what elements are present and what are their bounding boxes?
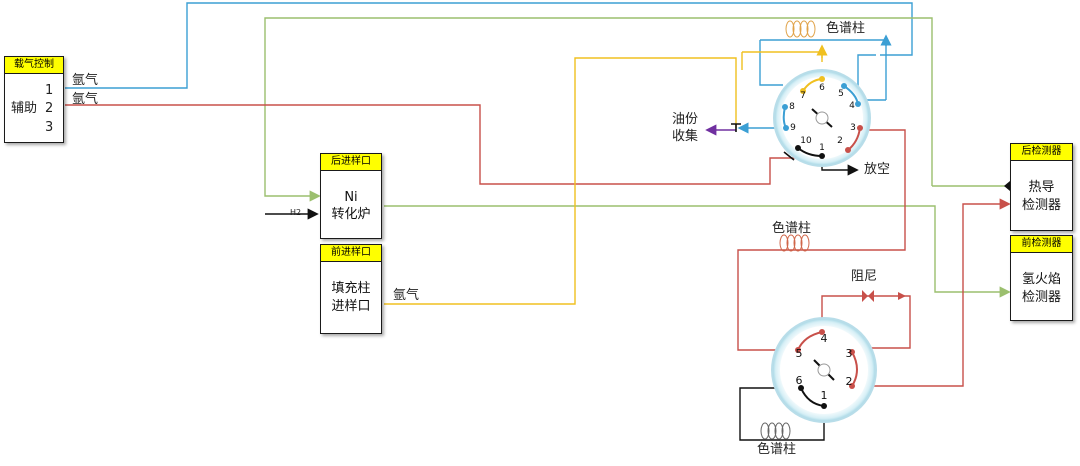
carrier-control-header: 载气控制 [5,57,63,74]
six-valve-port-number: 4 [821,332,828,345]
ten-valve-port-number: 10 [800,136,812,146]
carrier-port-1: 1 [45,83,54,98]
ten-valve-port-dot [819,76,825,82]
ten-port-valve [773,69,871,167]
six-valve-port-number: 3 [846,347,853,360]
ten-valve-port-number: 1 [819,143,825,153]
damper-symbol [862,290,906,302]
six-valve-port-number: 5 [796,347,803,360]
column-label-top: 色谱柱 [826,21,866,36]
oil-label-line1: 油份 [672,112,699,127]
ten-valve-port-dot [800,88,806,94]
h2-label: H2 [290,208,302,217]
six-valve-port-number: 2 [846,375,853,388]
six-port-valve [771,317,877,423]
ten-valve-port-dot [857,125,863,131]
ten-valve-port-number: 3 [850,123,856,133]
six-valve-port-dot [849,349,855,355]
ten-valve-port-number: 6 [819,83,825,93]
ten-valve-port-number: 7 [800,91,806,101]
argon-label-1: 氩气 [72,73,99,88]
ten-valve-port-number: 4 [849,101,855,111]
front-detector-box: 前检测器 氢火焰 检测器 [1010,235,1073,321]
ten-valve-port-dot [841,83,847,89]
column-coil-bottom [760,422,791,440]
rear-detector-box: 后检测器 热导 检测器 [1010,143,1073,231]
front-inlet-header: 前进样口 [321,245,381,262]
rear-inlet-box: 后进样口 Ni 转化炉 [320,153,382,239]
front-inlet-line1: 填充柱 [331,281,371,296]
six-valve-port-number: 1 [821,389,828,402]
rear-inlet-line1: Ni [344,190,358,205]
ten-valve-port-number: 8 [789,102,795,112]
rear-detector-header: 后检测器 [1011,144,1072,161]
valve-tee [731,123,741,132]
carrier-aux-label: 辅助 [11,101,38,116]
damper-label: 阻尼 [851,269,878,284]
column-label-mid: 色谱柱 [772,221,812,236]
six-valve-port-number: 6 [796,374,803,387]
front-inlet-box: 前进样口 填充柱 进样口 [320,244,382,334]
six-valve-port-dot [821,403,827,409]
front-inlet-line2: 进样口 [331,299,371,314]
six-valve-port-dot [795,347,801,353]
carrier-control-box: 载气控制 1 辅助 2 3 [4,56,64,143]
carrier-port-2: 2 [45,101,54,116]
green-line-top [264,17,933,202]
argon-label-2: 氩气 [72,92,99,107]
red-loop-right [737,129,906,351]
ten-valve-port-dot [782,104,788,110]
rear-inlet-line2: 转化炉 [331,207,371,222]
argon-label-3: 氩气 [393,288,420,303]
red-to-tcd [852,198,1011,387]
six-valve-port-dot [819,329,825,335]
green-line-mid [384,205,1011,298]
column-label-bottom: 色谱柱 [757,442,797,457]
front-detector-header: 前检测器 [1011,236,1072,253]
front-detector-line2: 检测器 [1021,290,1061,305]
black-bottom-loop [739,387,825,441]
six-valve-port-dot [798,385,804,391]
six-valve-port-dot [849,383,855,389]
yellow-line [384,57,737,305]
ten-valve-port-dot [795,145,801,151]
carrier-port-3: 3 [45,120,54,135]
front-detector-line1: 氢火焰 [1021,272,1061,287]
column-coil-mid [779,234,810,252]
red-damper-loop [821,295,911,349]
carrier-line-blue [65,2,913,90]
ten-valve-port-number: 5 [838,89,844,99]
ten-valve-port-dot [845,147,851,153]
ten-valve-port-dot [783,125,789,131]
column-coil-top [785,20,816,38]
ten-valve-port-number: 2 [837,136,843,146]
ten-valve-port-dot [819,153,825,159]
rear-inlet-header: 后进样口 [321,154,381,171]
vent-label: 放空 [864,162,891,177]
ten-valve-port-dot [855,101,861,107]
oil-label-line2: 收集 [672,129,699,144]
tcd-input-marker [1004,181,1010,191]
rear-detector-line2: 检测器 [1021,198,1061,213]
rear-detector-line1: 热导 [1028,180,1055,195]
ten-valve-port-number: 9 [790,123,796,133]
